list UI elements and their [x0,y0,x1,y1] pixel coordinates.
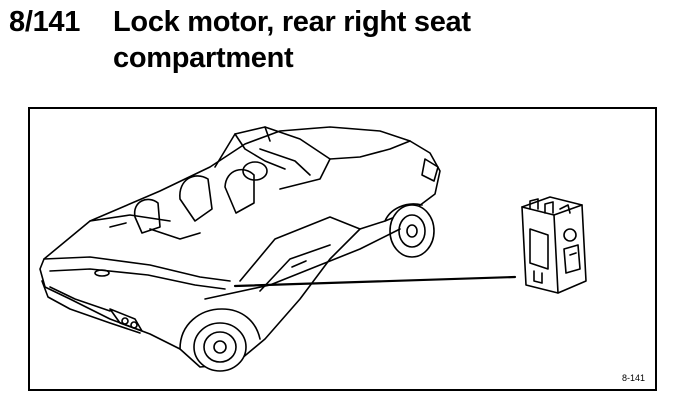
convertible-car-illustration [39,126,587,372]
page-header: 8/141 Lock motor, rear right seat compar… [0,0,688,80]
figure-frame: 8-141 [28,107,657,391]
car-body [39,126,441,372]
page-title-line-2: compartment [113,42,294,74]
leader-line [233,275,517,288]
lock-motor-component [521,196,587,294]
page-title-line-1: Lock motor, rear right seat [113,6,471,38]
figure-id: 8-141 [621,373,645,383]
page-title: Lock motor, rear right seat compartment [113,4,633,76]
section-number: 8/141 [9,6,81,38]
car-cabin [89,126,331,277]
